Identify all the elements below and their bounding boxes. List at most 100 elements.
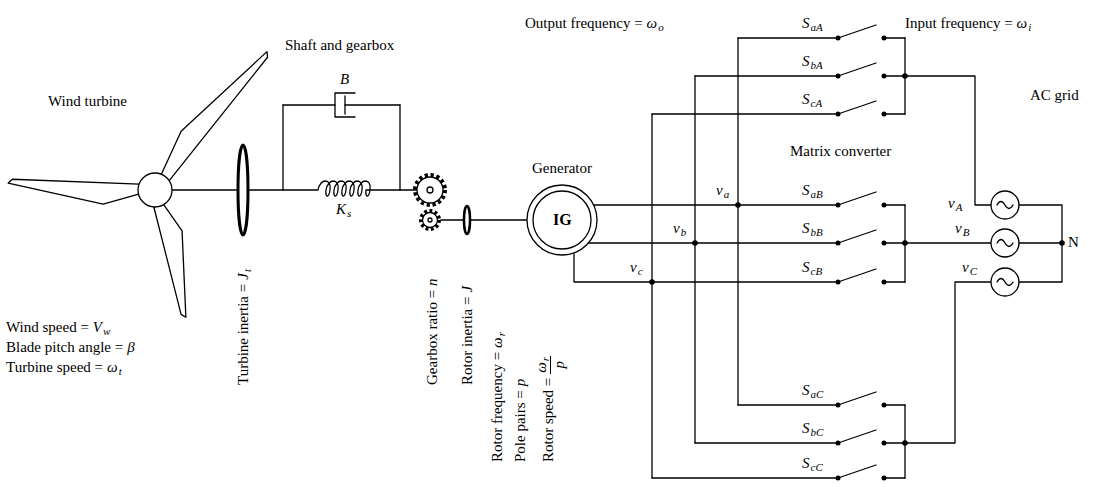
gear-symbol	[415, 175, 445, 205]
grid-wire	[905, 38, 1062, 478]
switch-label-group: ScC	[802, 454, 823, 472]
junction-dot	[882, 403, 887, 408]
voltage-label: v	[673, 220, 680, 236]
switch-symbol	[838, 63, 876, 76]
switch-symbol	[884, 75, 905, 76]
voltage-label-group: va	[716, 181, 729, 199]
frequency-label: Input frequency =	[905, 15, 1013, 31]
parameter-label: w	[103, 325, 110, 337]
phase-wire	[594, 204, 738, 205]
switch-label: S	[802, 420, 810, 436]
junction-dot	[902, 73, 908, 79]
parameter-label: Rotor frequency =	[489, 352, 505, 462]
junction-dot	[882, 241, 887, 246]
switch-symbol	[838, 465, 876, 478]
voltage-label-group: vc	[630, 258, 643, 276]
fraction-denominator: p	[551, 356, 568, 374]
junction-dot	[836, 112, 841, 117]
junction-dot	[882, 112, 887, 117]
junction-dot	[882, 280, 887, 285]
switch-label: S	[802, 182, 810, 198]
node-heading: Generator	[532, 159, 592, 177]
voltage-label-group: vB	[955, 219, 969, 237]
switch-label-group: ScB	[802, 258, 822, 276]
phase-wire	[574, 38, 838, 478]
grid-wire	[1019, 242, 1062, 243]
parameter-label: ω	[107, 359, 118, 375]
switch-label: S	[802, 455, 810, 471]
gear-symbol	[423, 213, 438, 228]
fraction-numerator: ωr	[533, 356, 551, 374]
switch-label-group: SaB	[802, 181, 823, 199]
parameter-label: n	[424, 278, 440, 286]
junction-dot	[692, 240, 698, 246]
phase-wire	[652, 113, 838, 114]
junction-dot	[836, 241, 841, 246]
parameter-label-group: Gearbox ratio =n	[423, 278, 441, 385]
voltage-label: c	[638, 265, 643, 277]
junction-dot	[1059, 240, 1065, 246]
switch-label: S	[802, 382, 810, 398]
shaft-line	[441, 219, 463, 220]
turbine-blade	[7, 41, 271, 318]
phase-wire	[695, 75, 838, 76]
phase-wire	[738, 37, 838, 38]
parameter-label: Rotor speed =	[540, 378, 556, 462]
parameter-label-group: Rotor speed = ωrp	[533, 356, 567, 462]
junction-dot	[836, 280, 841, 285]
switch-symbol	[884, 477, 905, 478]
junction-dot	[836, 403, 841, 408]
component-label-group: Matrix converter	[790, 142, 891, 160]
switch-label-group: SaA	[802, 14, 823, 32]
spring-symbol	[283, 181, 400, 196]
parameter-label-group: Turbine speed =ωt	[6, 358, 122, 376]
switch-label: bA	[811, 59, 823, 71]
parameter-label: ω	[489, 337, 505, 348]
switch-label: S	[802, 15, 810, 31]
grid-wire	[1019, 205, 1062, 282]
switch-symbol	[838, 25, 876, 38]
phase-wire	[695, 242, 838, 243]
junction-dot	[882, 441, 887, 446]
inertia-disc	[464, 206, 470, 234]
parameter-label-group: Rotor frequency =ωr	[488, 332, 506, 462]
voltage-label: v	[716, 182, 723, 198]
node-label: IG	[553, 210, 572, 229]
junction-dot	[836, 74, 841, 79]
parameter-label-group: Pole pairs =p	[511, 379, 529, 462]
junction-dot	[882, 36, 887, 41]
parameter-label: Turbine inertia =	[235, 284, 251, 385]
parameter-label: Wind speed =	[6, 319, 89, 335]
fraction: ωrp	[533, 356, 567, 374]
component-label: AC grid	[1030, 87, 1079, 103]
voltage-label: v	[962, 259, 969, 275]
switch-label: S	[802, 259, 810, 275]
gear-symbol	[428, 218, 432, 222]
junction-dot	[649, 36, 1065, 481]
parameter-label: t	[119, 365, 122, 377]
turbine-blade	[7, 177, 139, 206]
grid-wire	[905, 242, 991, 243]
frequency-label: i	[1028, 21, 1031, 33]
switch-symbol	[838, 25, 905, 478]
switch-symbol	[884, 242, 905, 243]
parameter-symbol-group: B	[340, 70, 349, 88]
voltage-label: B	[963, 226, 970, 238]
ac-source-symbol	[991, 229, 1019, 257]
component-label: Shaft and gearbox	[285, 37, 394, 53]
switch-label-group: SaC	[802, 381, 823, 399]
parameter-label: Turbine speed =	[6, 359, 103, 375]
gear-symbol	[427, 187, 433, 193]
gear-symbol	[417, 177, 443, 203]
voltage-label: v	[955, 220, 962, 236]
component-label: Wind turbine	[48, 93, 127, 109]
voltage-label-group: vC	[962, 258, 977, 276]
parameter-label: β	[127, 339, 134, 355]
voltage-label-group: vA	[948, 194, 962, 212]
component-label-group: AC grid	[1030, 86, 1079, 104]
diagram-art	[7, 25, 1065, 481]
shaft-line	[471, 219, 527, 220]
ac-source-symbol	[991, 268, 1019, 296]
switch-label: S	[802, 220, 810, 236]
frequency-label: ω	[1017, 15, 1028, 31]
